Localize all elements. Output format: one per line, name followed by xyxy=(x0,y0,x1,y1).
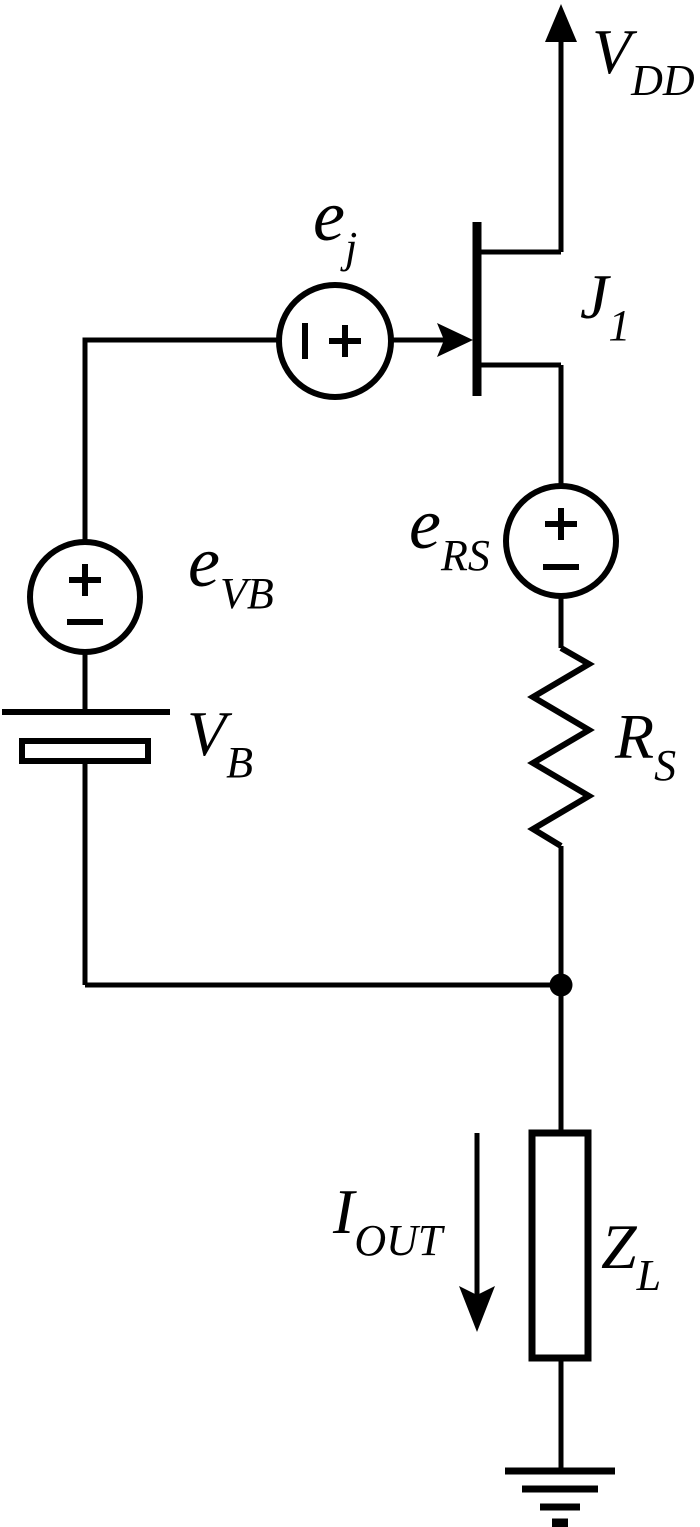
ers-label-main: e xyxy=(409,484,441,564)
zl-load-symbol xyxy=(528,985,592,1471)
jfet-j1-symbol xyxy=(393,222,561,396)
ej-label: ej xyxy=(313,180,357,270)
jfet-gate-arrowhead-icon xyxy=(437,323,473,357)
ground-symbol xyxy=(505,1467,615,1527)
iout-label-sub: OUT xyxy=(354,1216,443,1265)
ers-label: eRS xyxy=(409,488,490,578)
rs-label-main: R xyxy=(615,701,655,772)
iout-label-main: I xyxy=(333,1176,355,1247)
iout-current-arrow xyxy=(459,1133,495,1332)
j1-label-main: J xyxy=(580,261,609,332)
ers-label-sub: RS xyxy=(440,531,490,580)
ers-voltage-source xyxy=(503,483,619,648)
evb-voltage-source xyxy=(27,539,143,712)
vdd-label: VDD xyxy=(592,20,695,103)
vb-label-sub: B xyxy=(226,738,253,787)
zl-impedance-box xyxy=(528,1129,592,1362)
vdd-supply-rail xyxy=(545,4,577,252)
j1-label: J1 xyxy=(580,265,630,348)
rs-label-sub: S xyxy=(654,741,677,790)
ej-label-sub: j xyxy=(344,223,358,272)
evb-label: eVB xyxy=(188,526,274,616)
evb-label-main: e xyxy=(188,522,220,602)
battery-short-plate-box xyxy=(19,738,151,764)
vdd-label-sub: DD xyxy=(631,56,695,105)
vb-battery-symbol xyxy=(2,709,170,985)
rs-resistor-symbol xyxy=(527,645,595,985)
j1-label-sub: 1 xyxy=(608,301,631,350)
rs-label: RS xyxy=(615,705,676,788)
vb-label: VB xyxy=(187,702,253,785)
ers-source-circle xyxy=(503,483,619,599)
rs-zigzag xyxy=(527,645,595,849)
zl-label-main: Z xyxy=(601,1211,637,1282)
evb-label-sub: VB xyxy=(219,569,274,618)
ej-label-main: e xyxy=(313,176,345,256)
gate-loop-wire xyxy=(82,337,279,543)
zl-label-sub: L xyxy=(636,1251,662,1300)
iout-label: IOUT xyxy=(333,1180,442,1263)
vdd-up-arrowhead-icon xyxy=(545,4,577,42)
vb-label-main: V xyxy=(187,698,227,769)
iout-down-arrowhead-icon xyxy=(459,1286,495,1332)
ej-voltage-source xyxy=(276,282,394,400)
vdd-label-main: V xyxy=(592,16,632,87)
evb-source-circle xyxy=(27,539,143,655)
zl-label: ZL xyxy=(601,1215,661,1298)
